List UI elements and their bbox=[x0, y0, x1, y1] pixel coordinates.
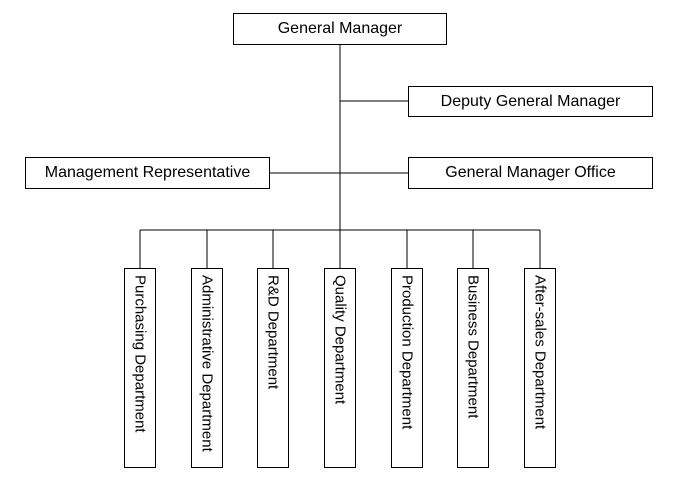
general-manager-office-box: General Manager Office bbox=[408, 157, 653, 189]
department-box-business: Business Department bbox=[457, 268, 489, 468]
department-label: After-sales Department bbox=[531, 275, 549, 430]
department-label: R&D Department bbox=[264, 275, 282, 390]
general-manager-box: General Manager bbox=[233, 13, 447, 45]
deputy-general-manager-label: Deputy General Manager bbox=[440, 92, 621, 110]
department-box-after-sales: After-sales Department bbox=[524, 268, 556, 468]
department-label: Administrative Department bbox=[198, 275, 216, 452]
department-label: Business Department bbox=[464, 275, 482, 419]
deputy-general-manager-box: Deputy General Manager bbox=[408, 86, 653, 117]
department-label: Purchasing Department bbox=[131, 275, 149, 433]
management-representative-box: Management Representative bbox=[25, 157, 270, 189]
department-box-rnd: R&D Department bbox=[257, 268, 289, 468]
general-manager-office-label: General Manager Office bbox=[445, 164, 616, 181]
department-box-quality: Quality Department bbox=[324, 268, 356, 468]
department-label: Production Department bbox=[398, 275, 416, 430]
department-box-administrative: Administrative Department bbox=[191, 268, 223, 468]
general-manager-label: General Manager bbox=[277, 20, 403, 37]
management-representative-label: Management Representative bbox=[44, 164, 251, 181]
department-box-purchasing: Purchasing Department bbox=[124, 268, 156, 468]
department-box-production: Production Department bbox=[391, 268, 423, 468]
department-label: Quality Department bbox=[331, 275, 349, 405]
